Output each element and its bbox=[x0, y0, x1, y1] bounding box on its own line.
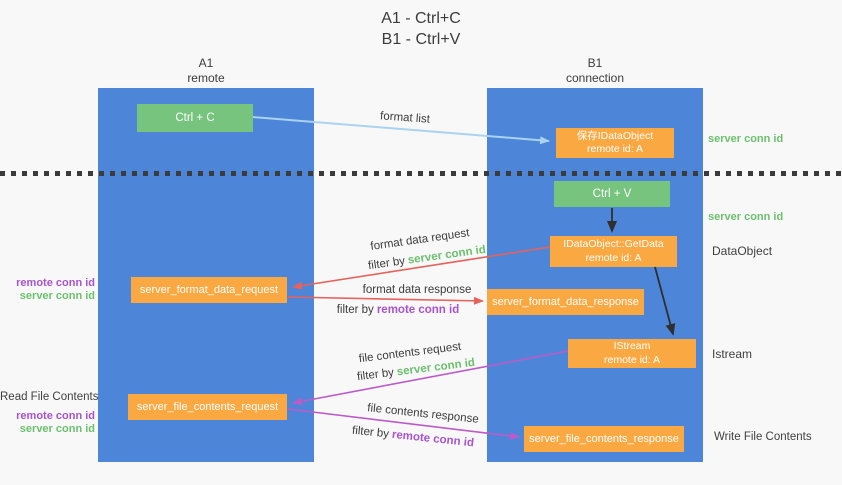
node-ctrl-c: Ctrl + C bbox=[137, 104, 253, 132]
server-conn-id-text: server conn id bbox=[396, 356, 476, 379]
title-line-1: A1 - Ctrl+C bbox=[381, 10, 461, 27]
filter-by-text: filter by bbox=[336, 304, 374, 316]
node-server-file-contents-request: server_file_contents_request bbox=[128, 394, 287, 420]
node-istream: IStream remote id: A bbox=[568, 339, 696, 368]
node-save-dataobject-line2: remote id: A bbox=[586, 143, 644, 155]
annotation-write-file-contents: Write File Contents bbox=[714, 431, 812, 443]
arrow-format-data-response bbox=[287, 296, 484, 305]
remote-conn-id-text: remote conn id bbox=[391, 428, 475, 450]
node-server-format-data-request-label: server_format_data_request bbox=[139, 284, 279, 296]
node-server-format-data-response: server_format_data_response bbox=[487, 289, 644, 315]
node-server-file-contents-response-label: server_file_contents_response bbox=[529, 433, 679, 445]
annotation-read-file-contents: Read File Contents bbox=[0, 391, 99, 403]
annotation-remote-conn-id-top: remote conn id bbox=[16, 277, 95, 289]
label-format-data-response: format data response bbox=[362, 284, 472, 296]
node-server-format-data-response-label: server_format_data_response bbox=[492, 296, 639, 308]
annotation-server-conn-id-mid: server conn id bbox=[708, 211, 784, 223]
lane-header-a1: A1 remote bbox=[136, 56, 276, 86]
node-save-dataobject-line1: 保存IDataObject bbox=[576, 129, 654, 142]
filter-by-text: filter by bbox=[367, 255, 406, 273]
diagram-title: A1 - Ctrl+C B1 - Ctrl+V bbox=[0, 8, 842, 50]
lane-a1-name: A1 bbox=[198, 56, 214, 70]
node-save-dataobject: 保存IDataObject remote id: A bbox=[556, 128, 674, 158]
remote-conn-id-text: remote conn id bbox=[376, 304, 460, 316]
node-getdata-line2: remote id: A bbox=[585, 251, 642, 264]
label-file-contents-response: file contents response bbox=[366, 402, 480, 426]
dotted-divider bbox=[0, 171, 842, 176]
title-line-2: B1 - Ctrl+V bbox=[381, 31, 461, 48]
node-istream-line2: remote id: A bbox=[603, 353, 661, 366]
node-getdata-line1: IDataObject::GetData bbox=[563, 238, 664, 250]
node-ctrl-c-label: Ctrl + C bbox=[175, 112, 215, 124]
annotation-istream: Istream bbox=[712, 347, 753, 361]
node-server-file-contents-response: server_file_contents_response bbox=[524, 426, 684, 452]
node-idataobject-getdata: IDataObject::GetData remote id: A bbox=[550, 236, 677, 267]
annotation-server-conn-id-left-top: server conn id bbox=[19, 290, 95, 302]
annotation-server-conn-id-top: server conn id bbox=[708, 133, 784, 145]
node-ctrl-v: Ctrl + V bbox=[554, 181, 670, 207]
node-server-file-contents-request-label: server_file_contents_request bbox=[136, 401, 279, 413]
lane-header-b1: B1 connection bbox=[525, 56, 665, 86]
label-format-list: format list bbox=[379, 110, 431, 126]
filter-by-text: filter by bbox=[351, 424, 390, 441]
annotation-remote-conn-id-bottom: remote conn id bbox=[16, 410, 95, 422]
lane-b1-role: connection bbox=[565, 71, 625, 85]
server-conn-id-text: server conn id bbox=[407, 243, 487, 267]
node-istream-line1: IStream bbox=[613, 340, 651, 352]
annotation-server-conn-id-left-bottom: server conn id bbox=[19, 423, 95, 435]
lane-b1-name: B1 bbox=[587, 56, 603, 70]
lane-a1-role: remote bbox=[187, 71, 225, 85]
annotation-dataobject: DataObject bbox=[712, 244, 773, 258]
filter-by-text: filter by bbox=[356, 366, 395, 384]
node-server-format-data-request: server_format_data_request bbox=[131, 277, 287, 303]
node-ctrl-v-label: Ctrl + V bbox=[592, 188, 632, 200]
